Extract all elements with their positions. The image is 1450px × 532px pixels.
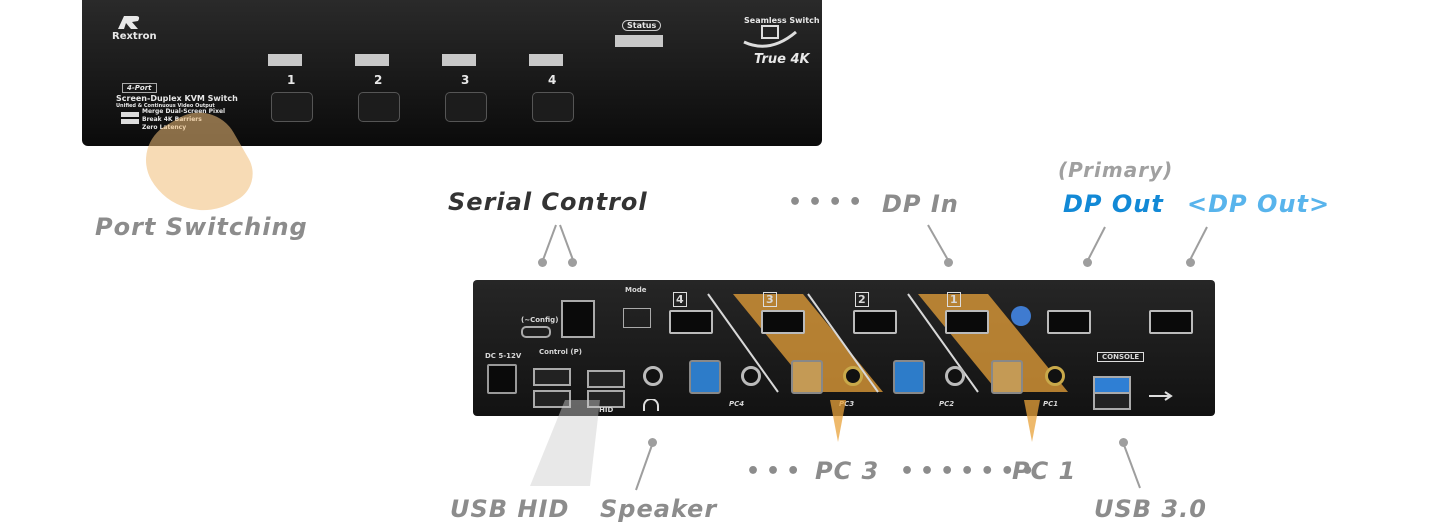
usb-b-port-pc2 bbox=[893, 360, 925, 394]
usb-b-port-pc3 bbox=[791, 360, 823, 394]
status-label: Status bbox=[622, 20, 662, 31]
callout-pc1: PC 1 bbox=[1012, 457, 1077, 485]
dp-in-port-4 bbox=[669, 310, 713, 334]
usb-c-port bbox=[521, 326, 551, 338]
config-label: (~Config) bbox=[521, 316, 559, 324]
dotted-leader-dp-in: •••• bbox=[788, 190, 869, 215]
port-button-1[interactable] bbox=[271, 92, 313, 122]
true-4k-badge: True 4K bbox=[754, 52, 810, 67]
seamless-switch-badge: Seamless Switch bbox=[744, 16, 820, 25]
pc4-label: PC4 bbox=[729, 400, 745, 408]
feature-2: Break 4K Barriers bbox=[142, 116, 202, 123]
port-number-4-rear: 4 bbox=[673, 292, 687, 307]
speaker-jack bbox=[643, 366, 663, 386]
rextron-logo-icon bbox=[116, 14, 142, 30]
leader-dot-dp-out-secondary bbox=[1186, 258, 1195, 267]
leader-dot-serial-2 bbox=[568, 258, 577, 267]
usb-hid-port-1 bbox=[533, 368, 571, 386]
leader-dot-serial-1 bbox=[538, 258, 547, 267]
monitor-swirl-icon bbox=[740, 24, 800, 50]
dp-in-port-2 bbox=[853, 310, 897, 334]
port-number-2-rear: 2 bbox=[855, 292, 869, 307]
callout-usb-hid: USB HID bbox=[450, 495, 570, 523]
hid-label: HID bbox=[599, 406, 614, 414]
model-tag: 4-Port bbox=[122, 83, 157, 93]
audio-jack-pc2 bbox=[945, 366, 965, 386]
port-led-1 bbox=[268, 54, 302, 66]
headphone-icon bbox=[639, 398, 663, 412]
dp-in-port-1 bbox=[945, 310, 989, 334]
brand-name: Rextron bbox=[112, 31, 157, 42]
usb-b-port-pc1 bbox=[991, 360, 1023, 394]
pc3-label: PC3 bbox=[839, 400, 855, 408]
mode-label: Mode bbox=[625, 286, 647, 294]
usb-hid-port-4 bbox=[587, 390, 625, 408]
port-button-2[interactable] bbox=[358, 92, 400, 122]
callout-speaker: Speaker bbox=[600, 495, 718, 523]
usb-hid-port-2 bbox=[533, 390, 571, 408]
port-button-4[interactable] bbox=[532, 92, 574, 122]
port-number-3-rear: 3 bbox=[763, 292, 777, 307]
dc-power-jack bbox=[487, 364, 517, 394]
port-led-2 bbox=[355, 54, 389, 66]
port-number-4: 4 bbox=[548, 73, 557, 87]
model-title: Screen-Duplex KVM Switch bbox=[116, 94, 238, 103]
port-led-4 bbox=[529, 54, 563, 66]
audio-jack-pc4 bbox=[741, 366, 761, 386]
audio-jack-pc3 bbox=[843, 366, 863, 386]
callout-serial-control: Serial Control bbox=[448, 188, 648, 216]
model-subtitle: Unified & Continuous Video Output bbox=[116, 103, 215, 109]
callout-usb30: USB 3.0 bbox=[1094, 495, 1207, 523]
rear-panel: DC 5-12V (~Config) Control (P) Mode HID … bbox=[473, 280, 1215, 416]
leader-dot-speaker bbox=[648, 438, 657, 447]
status-led bbox=[615, 35, 663, 47]
power-label: DC 5-12V bbox=[485, 352, 522, 360]
callout-dp-in: DP In bbox=[882, 190, 959, 218]
port-number-3: 3 bbox=[461, 73, 470, 87]
stacked-screens-icon bbox=[120, 110, 140, 130]
leader-dot-usb30 bbox=[1119, 438, 1128, 447]
dotted-leader-pc3: ••• bbox=[746, 459, 807, 484]
dotted-leader-pc1: ••••••• bbox=[900, 459, 1041, 484]
callout-primary: (Primary) bbox=[1058, 158, 1174, 182]
leader-dot-dp-in bbox=[944, 258, 953, 267]
rotary-switch[interactable] bbox=[1011, 306, 1031, 326]
port-button-3[interactable] bbox=[445, 92, 487, 122]
usb-hid-port-3 bbox=[587, 370, 625, 388]
port-number-2: 2 bbox=[374, 73, 383, 87]
callout-dp-out: DP Out bbox=[1063, 190, 1164, 218]
serial-rj-port bbox=[561, 300, 595, 338]
mode-dip-switch[interactable] bbox=[623, 308, 651, 328]
dp-out-port-primary bbox=[1047, 310, 1091, 334]
leader-dot-dp-out bbox=[1083, 258, 1092, 267]
port-number-1-rear: 1 bbox=[947, 292, 961, 307]
audio-jack-pc1 bbox=[1045, 366, 1065, 386]
control-label: Control (P) bbox=[539, 348, 582, 356]
usb-trident-icon bbox=[1147, 388, 1175, 402]
callout-dp-out-secondary: <DP Out> bbox=[1187, 190, 1331, 218]
usb3-port-2 bbox=[1093, 392, 1131, 410]
port-led-3 bbox=[442, 54, 476, 66]
feature-1: Merge Dual-Screen Pixel bbox=[142, 108, 226, 115]
dp-in-port-3 bbox=[761, 310, 805, 334]
port-number-1: 1 bbox=[287, 73, 296, 87]
pc2-label: PC2 bbox=[939, 400, 955, 408]
usb-b-port-pc4 bbox=[689, 360, 721, 394]
callout-port-switching: Port Switching bbox=[95, 213, 308, 241]
dp-out-port-secondary bbox=[1149, 310, 1193, 334]
pc1-label: PC1 bbox=[1043, 400, 1059, 408]
console-label: CONSOLE bbox=[1097, 352, 1145, 362]
callout-pc3: PC 3 bbox=[815, 457, 880, 485]
